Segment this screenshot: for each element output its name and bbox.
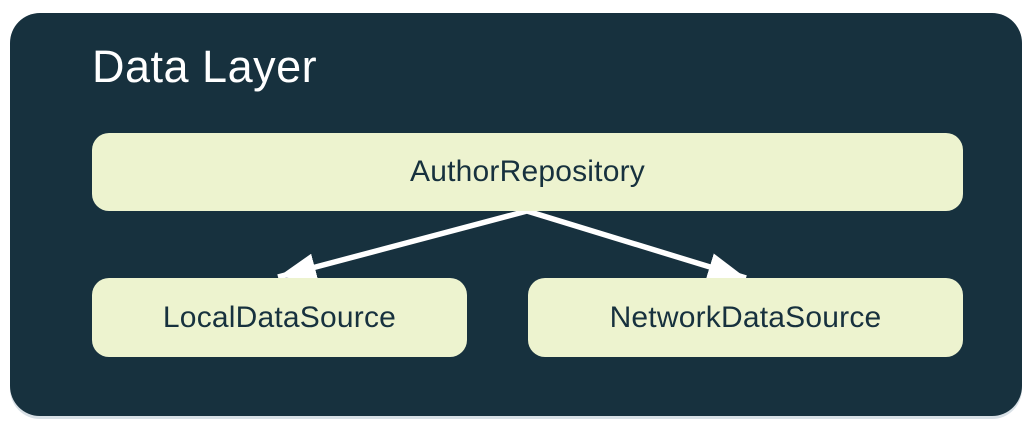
arrow-repository-to-sources (277, 208, 747, 281)
node-network-data-source: NetworkDataSource (528, 278, 963, 357)
group-title: Data Layer (92, 41, 318, 92)
data-layer-group: Data Layer AuthorRepository LocalDataSou… (10, 13, 1022, 416)
node-author-repository: AuthorRepository (92, 133, 963, 211)
node-local-data-source: LocalDataSource (92, 278, 467, 357)
